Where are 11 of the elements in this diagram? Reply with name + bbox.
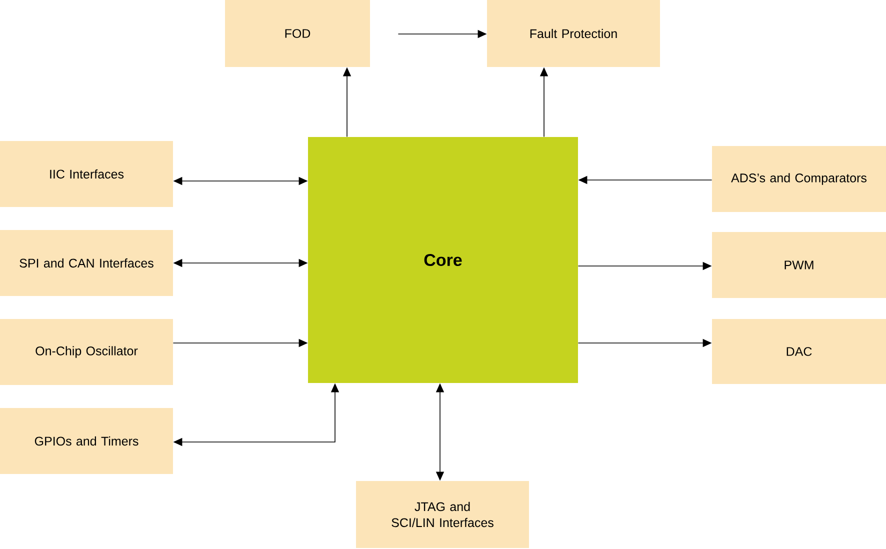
core-block: Core [308,137,578,383]
block-box: GPIOs and Timers [0,408,173,474]
block-box: DAC [712,319,886,384]
block-box: FOD [225,0,370,67]
block-box: JTAG and SCI/LIN Interfaces [356,481,529,548]
block-box: PWM [712,232,886,298]
block-box: ADS’s and Comparators [712,146,886,212]
block-box: SPI and CAN Interfaces [0,230,173,296]
block-box: On-Chip Oscillator [0,319,173,385]
block-box: IIC Interfaces [0,141,173,207]
block-box: Fault Protection [487,0,660,67]
